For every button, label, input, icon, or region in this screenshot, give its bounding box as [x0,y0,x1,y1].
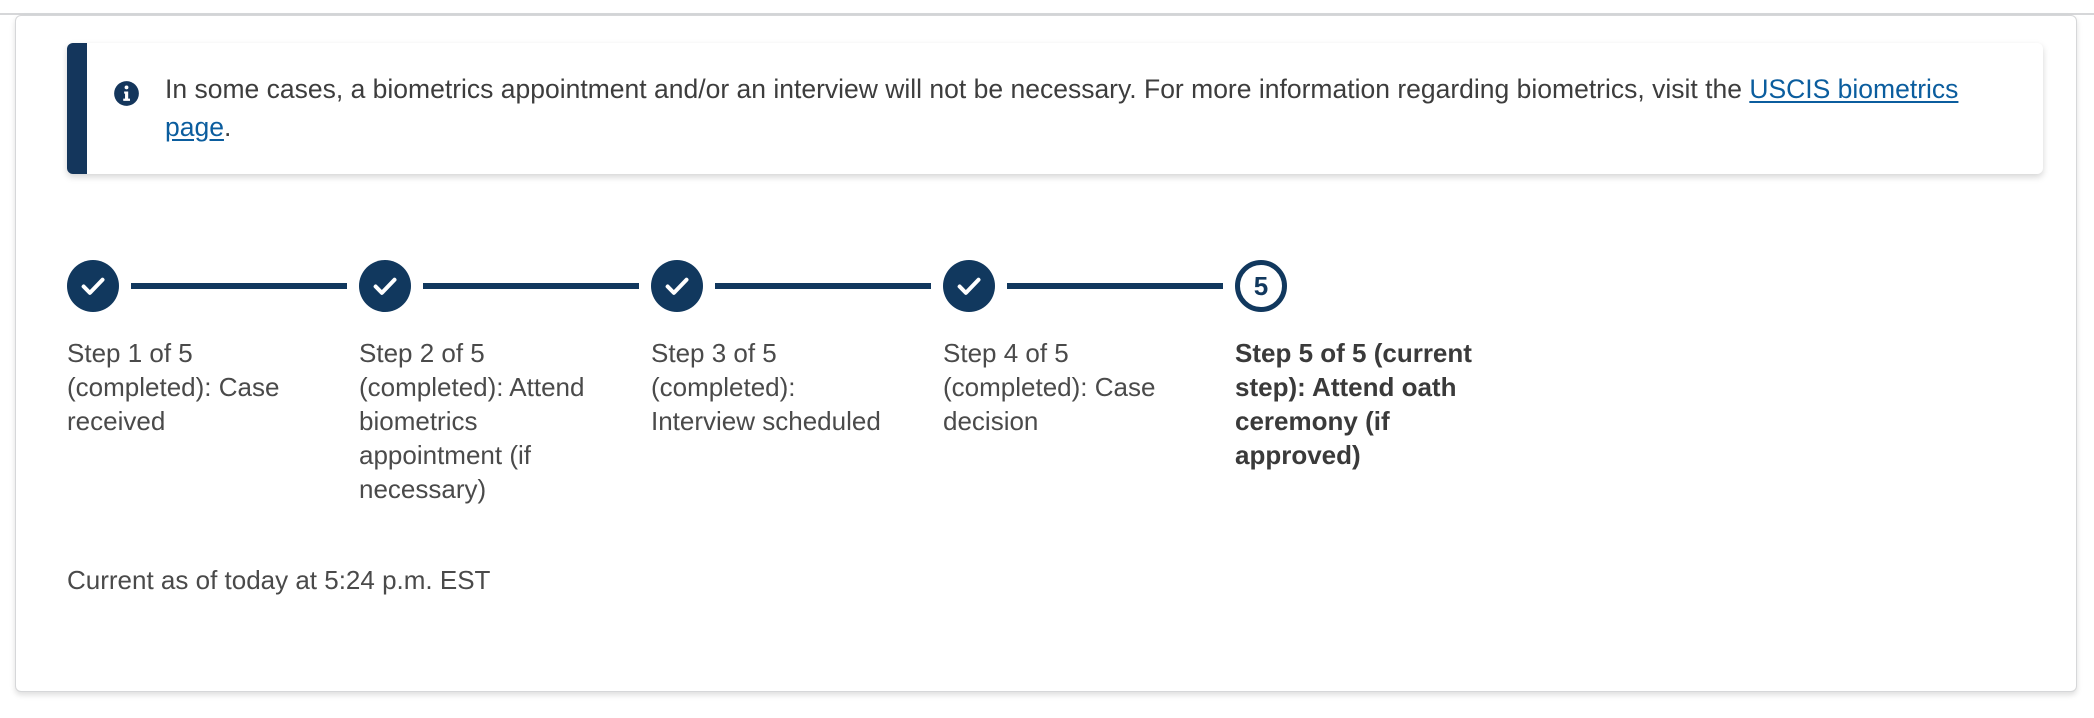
info-circle-icon [113,81,139,106]
case-status-card: In some cases, a biometrics appointment … [15,15,2077,692]
tracker-step-1: Step 1 of 5 (completed): Case received [67,254,359,506]
info-icon-container [87,71,165,107]
tracker-marker-row-2 [359,254,651,318]
current-as-of-timestamp: Current as of today at 5:24 p.m. EST [67,565,491,595]
step-label-2: Step 2 of 5 (completed): Attend biometri… [359,336,651,506]
alert-text-trail: . [223,111,232,142]
step-title-2: Attend biometrics appointment (if necess… [359,372,585,505]
section-divider [0,13,2094,15]
alert-text-lead: In some cases, a biometrics appointment … [165,74,1750,104]
step-marker-current-5: 5 [1235,260,1287,312]
step-marker-completed-2 [359,260,411,312]
step-marker-completed-1 [67,260,119,312]
alert-message: In some cases, a biometrics appointment … [165,71,2013,146]
tracker-marker-row-1 [67,254,359,318]
tracker-connector-3 [715,283,931,289]
step-title-4: Case decision [943,372,1156,437]
tracker-step-2: Step 2 of 5 (completed): Attend biometri… [359,254,651,506]
check-icon [957,277,981,295]
tracker-connector-4 [1007,283,1223,289]
step-label-3: Step 3 of 5 (completed): Interview sched… [651,336,943,438]
step-title-1: Case received [67,372,280,437]
tracker-marker-row-4 [943,254,1235,318]
step-label-5: Step 5 of 5 (current step): Attend oath … [1235,336,1535,472]
step-marker-completed-3 [651,260,703,312]
tracker-step-5: 5 Step 5 of 5 (current step): Attend oat… [1235,254,1535,506]
step-heading-5: Step 5 of 5 (current step): [1235,338,1472,403]
step-title-3: Interview scheduled [651,406,881,437]
check-icon [81,277,105,295]
check-icon [665,277,689,295]
step-label-4: Step 4 of 5 (completed): Case decision [943,336,1235,438]
tracker-step-3: Step 3 of 5 (completed): Interview sched… [651,254,943,506]
step-label-1: Step 1 of 5 (completed): Case received [67,336,359,438]
step-marker-completed-4 [943,260,995,312]
uscis-biometrics-page-link[interactable]: USCIS biometrics page [165,74,1959,142]
step-heading-2: Step 2 of 5 (completed): [359,338,504,403]
tracker-connector-1 [131,283,347,289]
tracker-connector-2 [423,283,639,289]
case-progress-tracker: Step 1 of 5 (completed): Case received S… [67,254,1567,506]
step-number-label: 5 [1253,271,1269,301]
biometrics-info-alert: In some cases, a biometrics appointment … [67,43,2043,175]
tracker-marker-row-3 [651,254,943,318]
step-heading-1: Step 1 of 5 (completed): [67,338,212,403]
tracker-step-4: Step 4 of 5 (completed): Case decision [943,254,1235,506]
tracker-marker-row-5: 5 [1235,254,1535,318]
step-title-5: Attend oath ceremony (if approved) [1235,372,1457,471]
check-icon [373,277,397,295]
step-heading-4: Step 4 of 5 (completed): [943,338,1088,403]
step-heading-3: Step 3 of 5 (completed): [651,338,796,403]
